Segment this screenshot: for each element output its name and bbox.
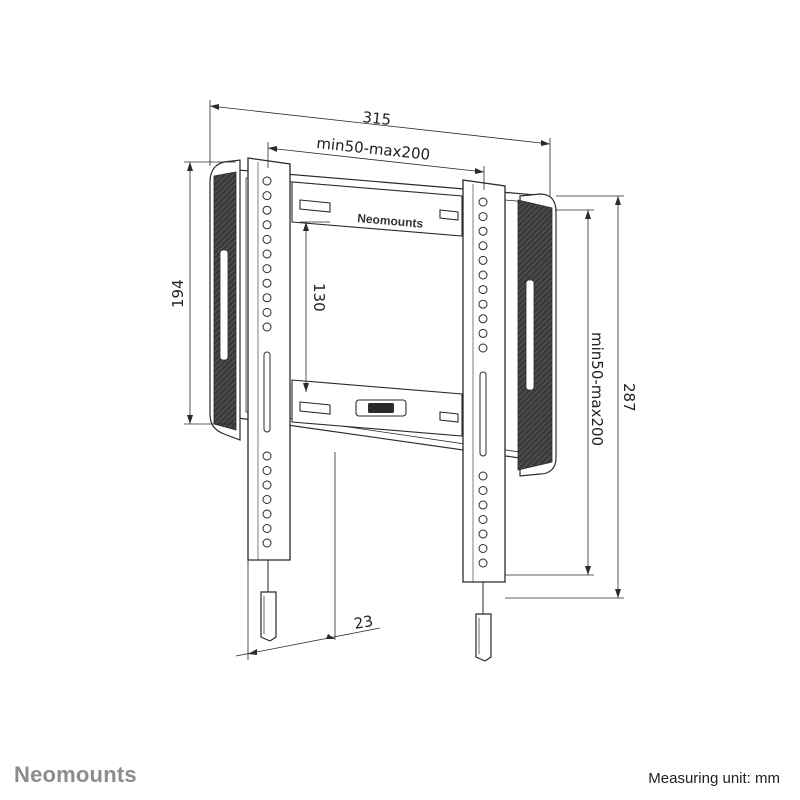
mounting-hole (262, 249, 272, 259)
right-bracket (462, 179, 506, 583)
mounting-hole (478, 197, 488, 207)
footer-brand-logo: Neomounts (14, 762, 137, 787)
mounting-hole (478, 270, 488, 280)
mounting-hole (262, 220, 272, 230)
left-wall-pad (209, 159, 241, 441)
mounting-hole (262, 509, 272, 519)
mounting-hole (478, 471, 488, 481)
mounting-hole (478, 226, 488, 236)
mounting-hole (262, 480, 272, 490)
mounting-hole (262, 264, 272, 274)
bottom-crossbar (291, 379, 463, 437)
right-wall-pad (517, 193, 557, 477)
mounting-hole (262, 538, 272, 548)
mounting-hole (262, 293, 272, 303)
mounting-hole (262, 307, 272, 317)
mounting-hole (478, 515, 488, 524)
mounting-hole (262, 451, 272, 461)
mounting-hole (262, 176, 272, 186)
mounting-hole (262, 278, 272, 288)
dimension-lines (184, 100, 624, 660)
adjustment-slot (263, 351, 271, 433)
mounting-hole (478, 255, 488, 265)
mounting-hole (478, 285, 488, 295)
left-bracket (247, 157, 291, 561)
rail-height-label: 194 (169, 279, 187, 308)
mounting-hole (478, 343, 488, 353)
mounting-hole (478, 544, 488, 553)
mounting-hole (478, 529, 488, 539)
mounting-hole (478, 212, 488, 222)
mounting-hole (478, 500, 488, 510)
inner-spacing-label: 130 (310, 283, 328, 312)
dimension-arrows (187, 104, 621, 655)
mounting-hole (478, 486, 488, 495)
mounting-hole (478, 558, 488, 568)
mounting-hole (262, 205, 272, 215)
mounting-hole (478, 314, 488, 324)
right-safety-lock (475, 582, 492, 662)
mounting-hole (262, 234, 272, 244)
mounting-hole (262, 191, 272, 201)
mounting-hole (478, 241, 488, 251)
mounting-hole (478, 299, 488, 309)
mounting-hole (478, 328, 488, 338)
plate-logo: Neomounts (357, 211, 424, 231)
overall-height-label: 287 (620, 383, 638, 412)
top-crossbar (291, 181, 463, 237)
mounting-hole (262, 495, 272, 504)
mounting-hole (262, 322, 272, 332)
overall-width-label: 315 (362, 108, 392, 129)
adjustment-slot (479, 371, 487, 457)
mounting-hole (262, 466, 272, 475)
left-safety-lock (260, 560, 277, 642)
vesa-vertical-label: min50-max200 (588, 332, 606, 446)
measuring-unit-label: Measuring unit: mm (648, 770, 780, 787)
mounting-hole (262, 524, 272, 533)
wall-depth-label: 23 (353, 612, 375, 633)
